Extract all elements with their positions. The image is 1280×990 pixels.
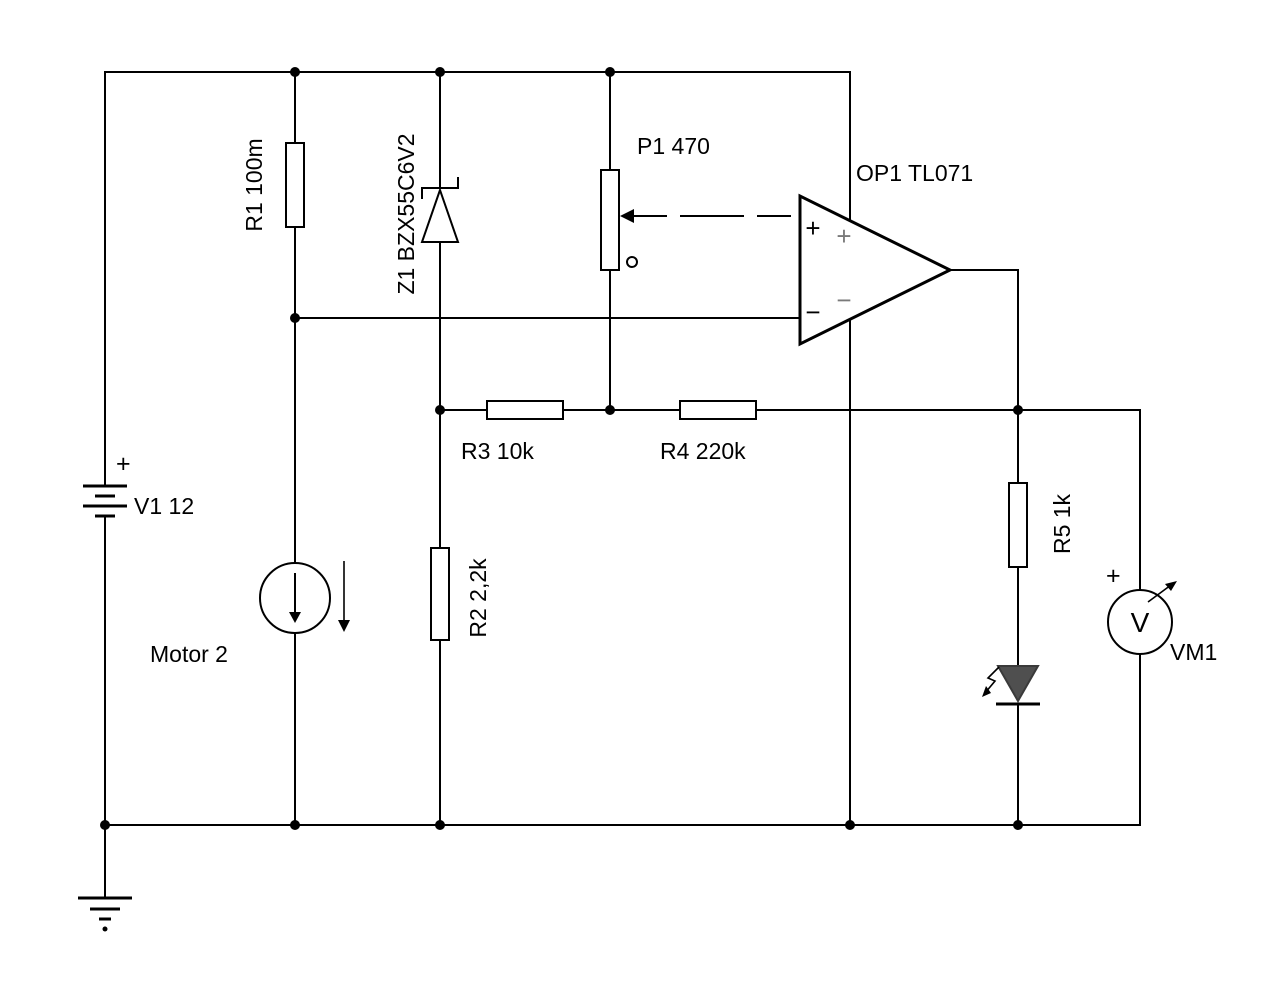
led-emission-arrowhead-icon [982, 686, 991, 697]
voltmeter-dial-letter: V [1131, 607, 1150, 638]
ground-symbol[interactable] [78, 896, 132, 932]
voltmeter-circle [1107, 589, 1173, 655]
resistor-r2[interactable]: R2 2,2k [430, 547, 491, 641]
voltmeter-needle-line [1147, 584, 1172, 603]
resistor-r4[interactable]: R4 220k [660, 400, 757, 464]
voltmeter-vm1-label: VM1 [1170, 639, 1217, 665]
resistor-r1-label: R1 100m [241, 138, 267, 231]
opamp-supply-plus-mark: + [836, 221, 851, 251]
pot-wiper-arrow-icon [620, 209, 634, 223]
resistor-r4-body [679, 400, 757, 420]
junction-dot [605, 405, 615, 415]
resistor-r3[interactable]: R3 10k [461, 400, 564, 464]
ground-dot [102, 926, 108, 932]
resistor-r4-label: R4 220k [660, 438, 746, 464]
pot-terminal-circle [626, 256, 638, 268]
junction-dot [435, 405, 445, 415]
wires [104, 71, 1141, 899]
resistor-r3-label: R3 10k [461, 438, 534, 464]
opamp-noninverting-input-mark: + [805, 213, 820, 243]
battery-plus-mark: + [116, 450, 131, 478]
junction-dot [100, 820, 110, 830]
resistor-r2-label: R2 2,2k [465, 558, 491, 638]
junction-dot [290, 67, 300, 77]
pot-p1-label: P1 470 [637, 133, 710, 159]
resistor-r3-body [486, 400, 564, 420]
wire-opamp-output [949, 269, 1019, 411]
opamp-supply-minus-mark: − [836, 285, 851, 315]
resistor-r5-label: R5 1k [1049, 493, 1075, 554]
junction-dot [845, 820, 855, 830]
motor2-direction-arrow-icon [338, 620, 350, 632]
junction-dot [435, 67, 445, 77]
opamp-triangle [798, 193, 954, 347]
junction-dot [1013, 405, 1023, 415]
junction-dot [435, 820, 445, 830]
opamp-op1[interactable]: + + − − OP1 TL071 [798, 160, 973, 347]
voltmeter-plus-mark: + [1106, 562, 1121, 590]
junction-dot [290, 313, 300, 323]
opamp-inverting-input-mark: − [805, 297, 820, 327]
voltmeter-needle-arrow-icon [1165, 581, 1177, 591]
resistor-r1-body [285, 142, 305, 228]
resistor-r5[interactable]: R5 1k [1008, 482, 1075, 568]
resistor-r5-body [1008, 482, 1028, 568]
resistor-r1[interactable]: R1 100m [241, 138, 305, 232]
current-source-motor2[interactable]: Motor 2 [150, 561, 350, 667]
pot-p1-body [600, 169, 620, 271]
opamp-op1-label: OP1 TL071 [856, 160, 973, 186]
battery-v1-label: V1 12 [134, 493, 194, 519]
motor2-label: Motor 2 [150, 641, 228, 667]
zener-z1[interactable]: Z1 BZX55C6V2 [393, 133, 460, 295]
junction-dot [605, 67, 615, 77]
led-emission-icon [984, 666, 1000, 694]
resistor-r2-body [430, 547, 450, 641]
junction-dots [100, 67, 1023, 830]
potentiometer-p1[interactable]: P1 470 [600, 133, 801, 271]
zener-triangle [420, 186, 460, 243]
battery-v1[interactable]: + V1 12 [83, 450, 194, 519]
junction-dot [1013, 820, 1023, 830]
junction-dot [290, 820, 300, 830]
led[interactable] [982, 665, 1040, 706]
led-triangle [996, 665, 1040, 704]
motor2-inner-arrow-icon [289, 612, 301, 623]
voltmeter-vm1[interactable]: V + VM1 [1106, 562, 1217, 665]
zener-z1-label: Z1 BZX55C6V2 [393, 133, 419, 294]
